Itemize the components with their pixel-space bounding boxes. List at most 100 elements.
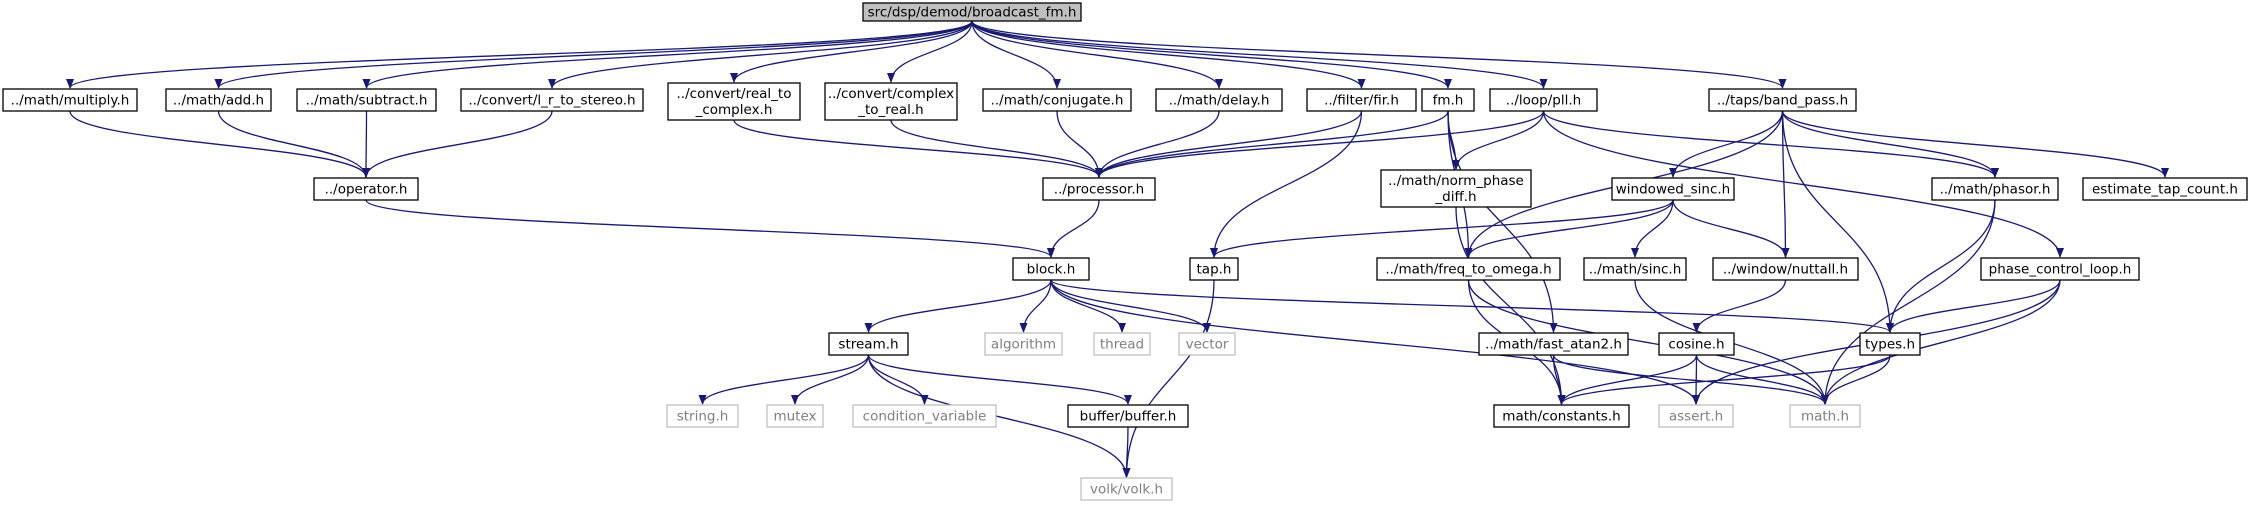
node-estimate_tap_count[interactable]: estimate_tap_count.h — [2082, 177, 2248, 201]
edge-band_pass-to-types — [1781, 110, 1894, 333]
edge-delay-to-processor — [1095, 110, 1220, 178]
node-multiply[interactable]: ../math/multiply.h — [2, 88, 138, 112]
node-label: cosine.h — [1668, 337, 1724, 353]
node-real_to_complex[interactable]: ../convert/real_to_complex.h — [667, 82, 801, 121]
edge-block-to-stream — [864, 279, 1052, 333]
node-box — [1178, 332, 1236, 356]
node-label: ../math/fast_atan2.h — [1485, 337, 1622, 353]
edge-stream-to-string — [698, 354, 870, 405]
node-tap[interactable]: tap.h — [1189, 257, 1239, 281]
edge-block-to-types — [1050, 279, 1894, 333]
edge-conjugate-to-processor — [1056, 110, 1103, 178]
node-root[interactable]: src/dsp/demod/broadcast_fm.h — [862, 2, 1082, 22]
edge-cosine-to-math — [1695, 354, 1829, 405]
node-label: ../operator.h — [325, 182, 408, 198]
edge-block-to-algorithm — [1019, 279, 1052, 333]
node-fast_atan2[interactable]: ../math/fast_atan2.h — [1478, 332, 1629, 356]
edge-block-to-assert — [1050, 279, 1700, 405]
node-sinc[interactable]: ../math/sinc.h — [1583, 257, 1687, 281]
node-box — [1421, 88, 1475, 112]
node-box — [1478, 332, 1629, 356]
node-stream[interactable]: stream.h — [828, 332, 909, 356]
node-label: buffer/buffer.h — [1080, 409, 1177, 425]
edge-band_pass-to-nuttall — [1781, 110, 1790, 258]
node-label: ../math/sinc.h — [1589, 262, 1682, 278]
edge-root-to-subtract — [362, 20, 973, 89]
node-label: windowed_sinc.h — [1616, 182, 1730, 198]
node-thread: thread — [1093, 332, 1151, 356]
edge-tap-to-volk — [1122, 279, 1215, 478]
node-label: types.h — [1865, 337, 1915, 353]
node-box — [1931, 177, 2059, 201]
node-box — [862, 2, 1082, 22]
node-box — [1080, 477, 1173, 501]
node-box — [1658, 332, 1735, 356]
node-label: ../math/add.h — [173, 93, 264, 109]
edge-nuttall-to-cosine — [1692, 279, 1787, 333]
node-pll[interactable]: ../loop/pll.h — [1489, 88, 1598, 112]
node-processor[interactable]: ../processor.h — [1042, 177, 1156, 201]
node-operator[interactable]: ../operator.h — [313, 177, 419, 201]
node-label: ../math/freq_to_omega.h — [1385, 262, 1551, 278]
edge-norm_phase_diff-to-constants — [1455, 206, 1566, 405]
node-block[interactable]: block.h — [1012, 257, 1090, 281]
node-mutex: mutex — [766, 404, 824, 428]
edge-operator-to-block — [365, 199, 1055, 258]
node-label: phase_control_loop.h — [1989, 262, 2132, 278]
node-box — [1708, 88, 1857, 112]
edge-root-to-fir — [971, 20, 1366, 89]
node-nuttall[interactable]: ../window/nuttall.h — [1712, 257, 1859, 281]
node-label: thread — [1100, 337, 1144, 353]
edge-pll-to-phasor — [1542, 110, 1999, 178]
node-algorithm: algorithm — [984, 332, 1063, 356]
node-box — [824, 82, 958, 121]
edge-root-to-pll — [971, 20, 1548, 89]
node-box — [460, 88, 644, 112]
node-lr_to_stereo[interactable]: ../convert/l_r_to_stereo.h — [460, 88, 644, 112]
edge-types-to-math — [1821, 354, 1891, 405]
nodes-layer: src/dsp/demod/broadcast_fm.h ../math/mult… — [2, 2, 2248, 501]
edge-pll-to-processor — [1095, 110, 1545, 178]
node-constants[interactable]: math/constants.h — [1493, 404, 1630, 428]
node-phase_control_loop[interactable]: phase_control_loop.h — [1980, 257, 2140, 281]
node-phasor[interactable]: ../math/phasor.h — [1931, 177, 2059, 201]
node-box — [165, 88, 272, 112]
edge-subtract-to-operator — [362, 110, 371, 178]
edge-stream-to-volk — [867, 354, 1131, 478]
node-delay[interactable]: ../math/delay.h — [1155, 88, 1283, 112]
edge-band_pass-to-phasor — [1781, 110, 1999, 178]
node-norm_phase_diff[interactable]: ../math/norm_phase_diff.h — [1380, 169, 1532, 208]
node-label: ../filter/fir.h — [1324, 93, 1399, 109]
node-fm[interactable]: fm.h — [1421, 88, 1475, 112]
node-windowed_sinc[interactable]: windowed_sinc.h — [1611, 177, 1735, 201]
node-label: string.h — [677, 409, 729, 425]
node-buffer[interactable]: buffer/buffer.h — [1067, 404, 1189, 428]
node-conjugate[interactable]: ../math/conjugate.h — [982, 88, 1132, 112]
node-label: algorithm — [991, 337, 1056, 353]
node-add[interactable]: ../math/add.h — [165, 88, 272, 112]
edge-root-to-conjugate — [971, 20, 1061, 89]
edge-phasor-to-math — [1821, 199, 1996, 405]
node-assert: assert.h — [1658, 404, 1734, 428]
edge-root-to-real_to_complex — [730, 20, 973, 83]
node-box — [1980, 257, 2140, 281]
edge-fast_atan2-to-math — [1552, 354, 1829, 405]
node-box — [852, 404, 997, 428]
node-box — [1042, 177, 1156, 201]
node-complex_to_real[interactable]: ../convert/complex_to_real.h — [824, 82, 958, 121]
node-freq_to_omega[interactable]: ../math/freq_to_omega.h — [1376, 257, 1561, 281]
node-box — [2082, 177, 2248, 201]
node-band_pass[interactable]: ../taps/band_pass.h — [1708, 88, 1857, 112]
node-subtract[interactable]: ../math/subtract.h — [296, 88, 437, 112]
node-fir[interactable]: ../filter/fir.h — [1306, 88, 1417, 112]
node-cosine[interactable]: cosine.h — [1658, 332, 1735, 356]
node-label: ../math/conjugate.h — [991, 93, 1124, 109]
node-label: stream.h — [838, 337, 898, 353]
edge-buffer-to-volk — [1122, 426, 1131, 478]
edge-processor-to-block — [1047, 199, 1100, 258]
node-types[interactable]: types.h — [1859, 332, 1921, 356]
node-label: tap.h — [1197, 262, 1232, 278]
edge-root-to-add — [214, 20, 973, 89]
edge-phase_control_loop-to-math — [1821, 279, 2061, 405]
